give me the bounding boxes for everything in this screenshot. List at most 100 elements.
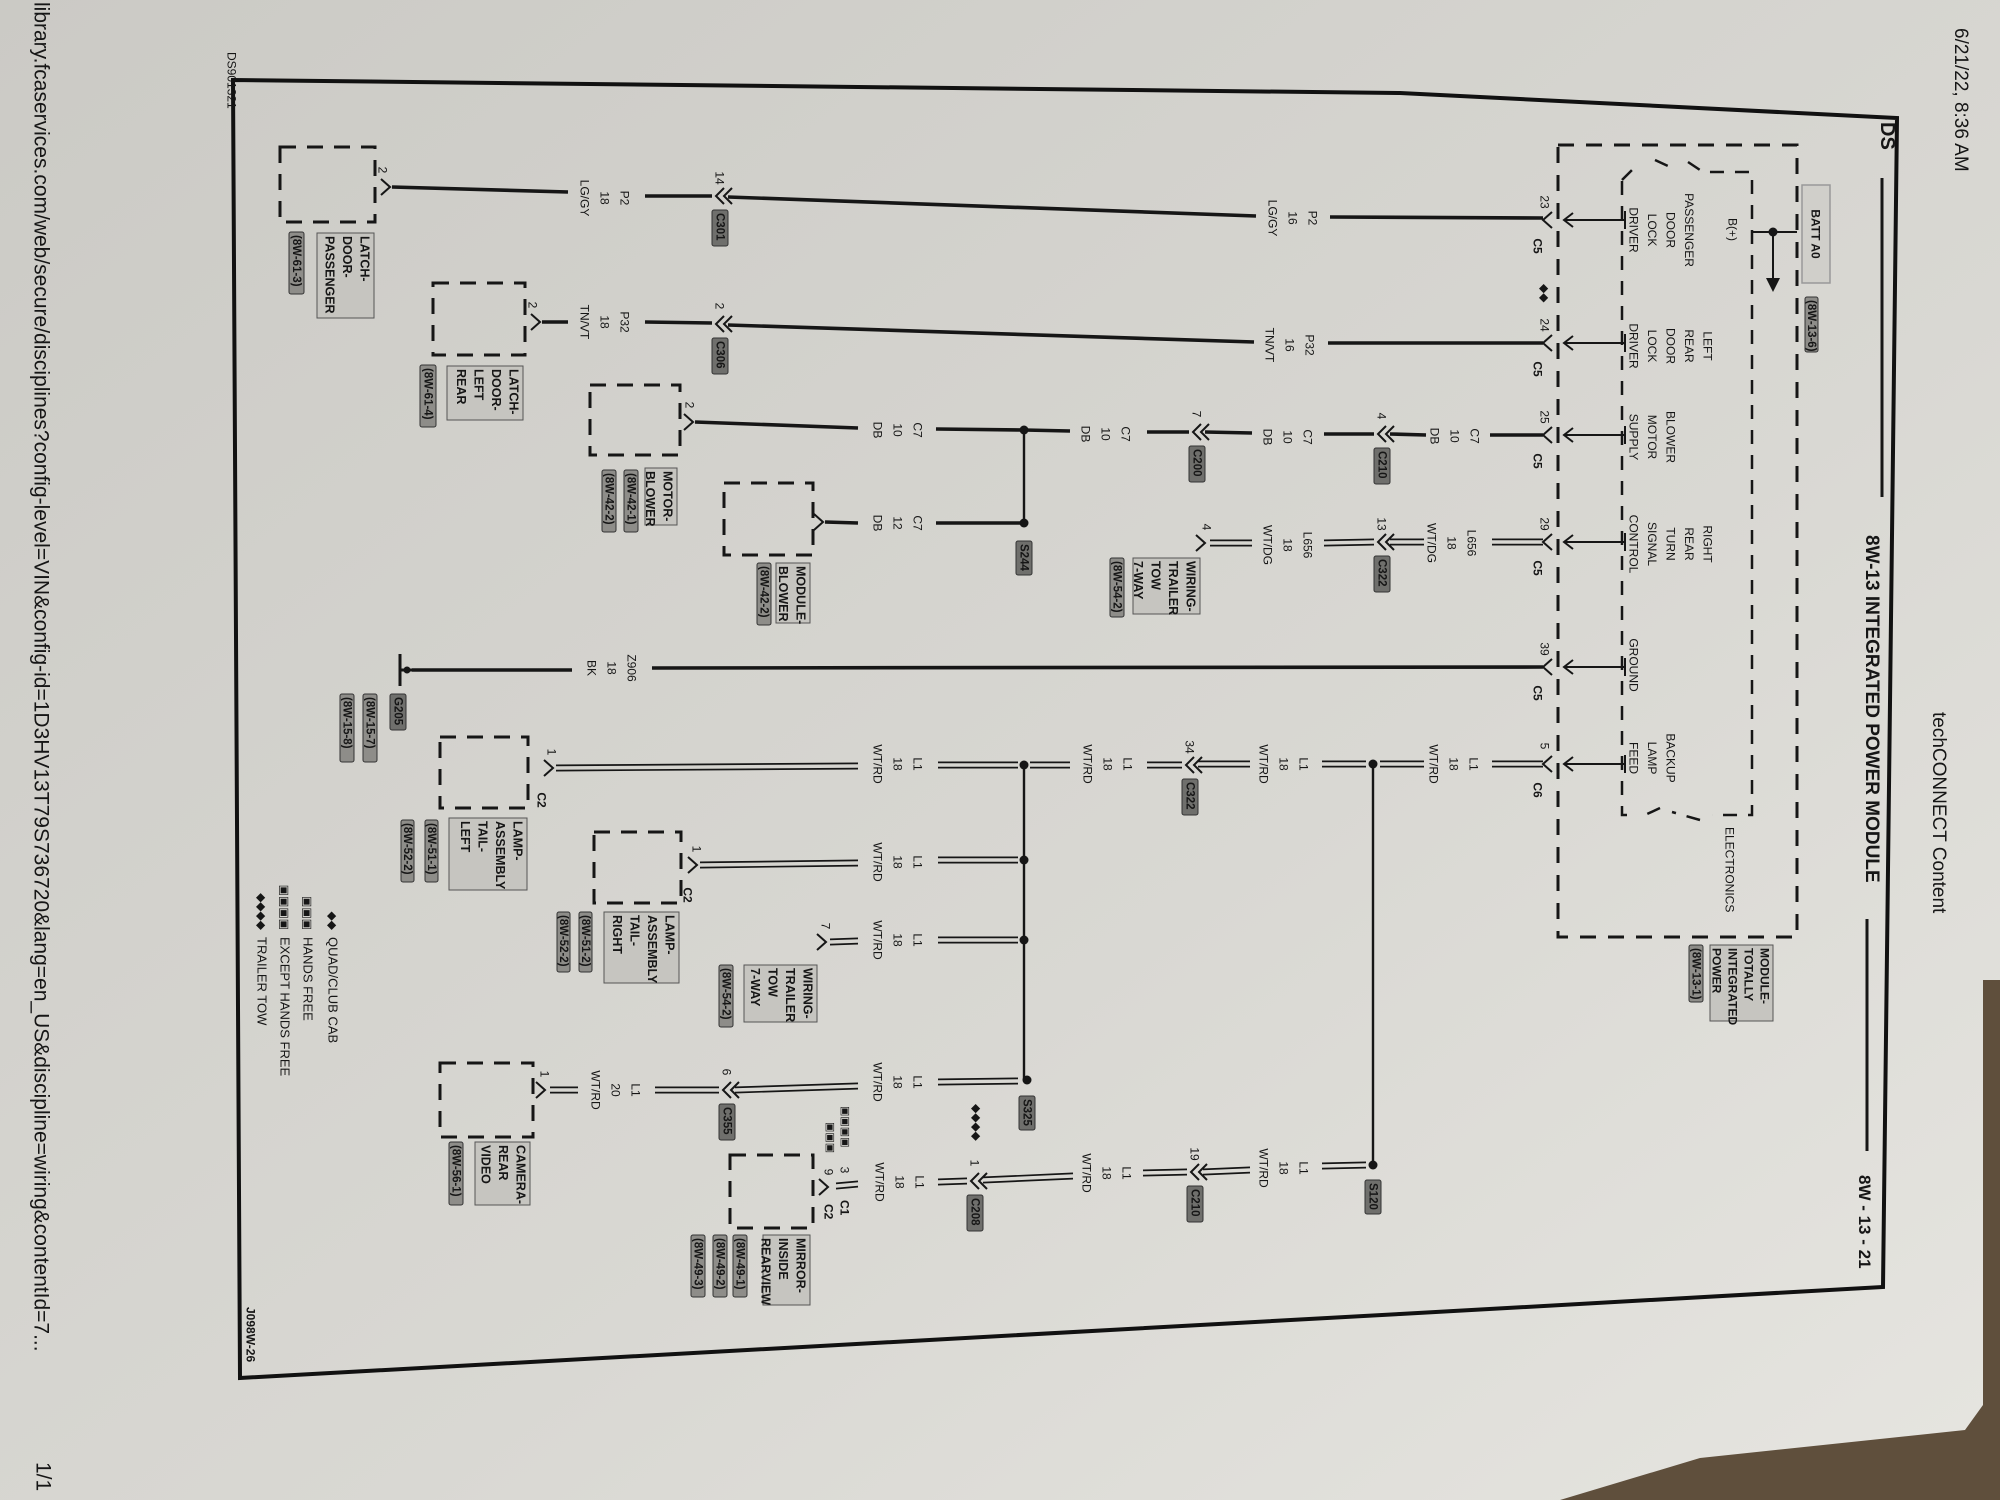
splice-dot: [1368, 1160, 1378, 1170]
inline-connector-icon: [721, 1081, 740, 1099]
print-timestamp: 6/21/22, 8:36 AM: [1950, 28, 1971, 172]
wire-strand: [1323, 543, 1375, 547]
component-ref-tag: (8W-61-4): [421, 368, 433, 420]
wire-gauge-label: 18: [1445, 536, 1459, 550]
component-connector-icon: [1195, 534, 1207, 552]
module-connector-name: C5: [1531, 361, 1545, 377]
inline-connector-name: C322: [1183, 782, 1195, 810]
component-ref-tag: (8W-52-2): [557, 915, 569, 967]
pin-arrow-icon: [1562, 756, 1574, 772]
component-ref-tag-box: [601, 469, 617, 533]
page-number: 8W - 13 - 21: [1855, 1175, 1874, 1269]
module-pin-number: 23: [1538, 195, 1552, 209]
module-name-line: POWER: [1710, 948, 1724, 994]
figure-id: J098W-26: [244, 1307, 258, 1362]
component-connector-name: C2: [535, 792, 549, 808]
wire-strand: [982, 1177, 1074, 1184]
wire-color-label: WT/RD: [871, 842, 885, 882]
legend-symbol: ◆◆◆◆: [255, 893, 269, 931]
inline-connector-icon: [714, 187, 733, 205]
module-name-line: INTEGRATED: [1726, 948, 1740, 1025]
wire-gauge-label: 10: [1281, 430, 1295, 444]
wire-circuit-label: L1: [911, 933, 925, 947]
splice-name: S120: [1366, 1183, 1378, 1210]
carpet-background: [1560, 980, 2000, 1500]
wire-circuit-label: L1: [911, 855, 925, 869]
module-name-line: MODULE-: [1758, 948, 1772, 1004]
wire-color-label: LG/GY: [578, 180, 592, 217]
component-name-line: INSIDE: [776, 1238, 790, 1280]
wire: [651, 665, 1544, 670]
component-outline: [278, 145, 377, 224]
ground-ref-tag: (8W-15-8): [340, 697, 352, 749]
connector-pin-number: 4: [1375, 413, 1389, 420]
component-pin-number: 3: [838, 1167, 852, 1174]
inline-connector-name-box: [1373, 447, 1391, 485]
batt-ref-tag: (8W-13-6): [1805, 300, 1817, 352]
option-marker: ▣▣▣▣: [839, 1106, 851, 1148]
inline-connector-name-box: [711, 209, 729, 247]
pin-function-label: GROUND: [1627, 638, 1641, 692]
inline-connector-name: C322: [1375, 559, 1387, 587]
component-name-line: WIRING-: [1184, 561, 1198, 612]
component-name-line: LATCH-: [507, 369, 521, 415]
wire-gauge-label: 18: [1101, 757, 1115, 771]
pin-function-label: DOOR: [1664, 328, 1678, 364]
wire-circuit-label: L1: [913, 1175, 927, 1189]
splice-dot: [1022, 1075, 1032, 1085]
splice-name-box: [1364, 1179, 1382, 1215]
component-ref-tag: (8W-51-1): [425, 823, 437, 875]
component-label-box: [762, 1234, 811, 1306]
component-ref-tag-box: [448, 1141, 464, 1206]
pin-function-label: REAR: [1682, 329, 1696, 363]
ground-ref-tag-box: [362, 693, 378, 763]
electronics-label: ELECTRONICS: [1723, 827, 1737, 912]
module-connector-name: C5: [1531, 560, 1545, 576]
component-ref-tag: (8W-42-2): [602, 473, 614, 525]
module-name-box: [1709, 944, 1774, 1022]
pin-arrow-icon: [1562, 335, 1574, 351]
pin-function-label: SIGNAL: [1645, 522, 1659, 566]
component-ref-tag-box: [718, 964, 734, 1028]
wire-gauge-label: 18: [1447, 757, 1461, 771]
inline-connector-icon: [714, 315, 733, 333]
module-connector-icon: [1541, 755, 1553, 773]
wire: [1329, 215, 1544, 220]
legend-symbol: ◆◆: [326, 912, 340, 931]
component-name-line: TOW: [766, 968, 780, 997]
wire-strand: [1142, 1173, 1188, 1177]
pin-function-label: PASSENGER: [1682, 193, 1696, 267]
connector-pin-number: 1: [968, 1160, 982, 1167]
component-ref-tag-box: [424, 819, 439, 883]
inline-connector-name: C301: [713, 213, 725, 241]
component-ref-tag: (8W-61-3): [290, 235, 302, 287]
wire-gauge-label: 18: [1277, 1161, 1291, 1175]
component-connector-icon: [543, 759, 555, 777]
wire-color-label: WT/RD: [1081, 744, 1095, 784]
wire-color-label: LG/GY: [1266, 200, 1280, 237]
wire-circuit-label: L1: [1297, 757, 1311, 771]
wire-color-label: WT/RD: [1257, 1148, 1271, 1188]
component-connector-icon: [687, 856, 699, 874]
wire-color-label: WT/RD: [871, 744, 885, 784]
wire-circuit-label: L1: [1467, 757, 1481, 771]
component-outline: [728, 1153, 815, 1230]
inline-connector-name: C208: [968, 1198, 980, 1226]
wire-color-label: WT/RD: [873, 1162, 887, 1202]
component-connector-icon: [813, 513, 825, 531]
wire-color-label: WT/RD: [871, 920, 885, 960]
component-ref-tag: (8W-51-2): [579, 915, 591, 967]
inline-connector-name: C210: [1188, 1189, 1200, 1217]
wire-circuit-label: L1: [911, 1075, 925, 1089]
component-connector-icon: [818, 1178, 830, 1196]
component-name-line: LEFT: [472, 369, 486, 401]
wire-color-label: WT/RD: [1427, 744, 1441, 784]
pin-function-label: CONTROL: [1627, 515, 1641, 574]
component-connector-name: C2: [681, 887, 695, 903]
wire: [1204, 430, 1253, 435]
print-page-title: techCONNECT Content: [1928, 712, 1949, 914]
wire-strand: [1323, 538, 1375, 542]
option-marker: ◆◆◆◆: [970, 1104, 984, 1142]
wire-circuit-label: C7: [911, 515, 925, 531]
